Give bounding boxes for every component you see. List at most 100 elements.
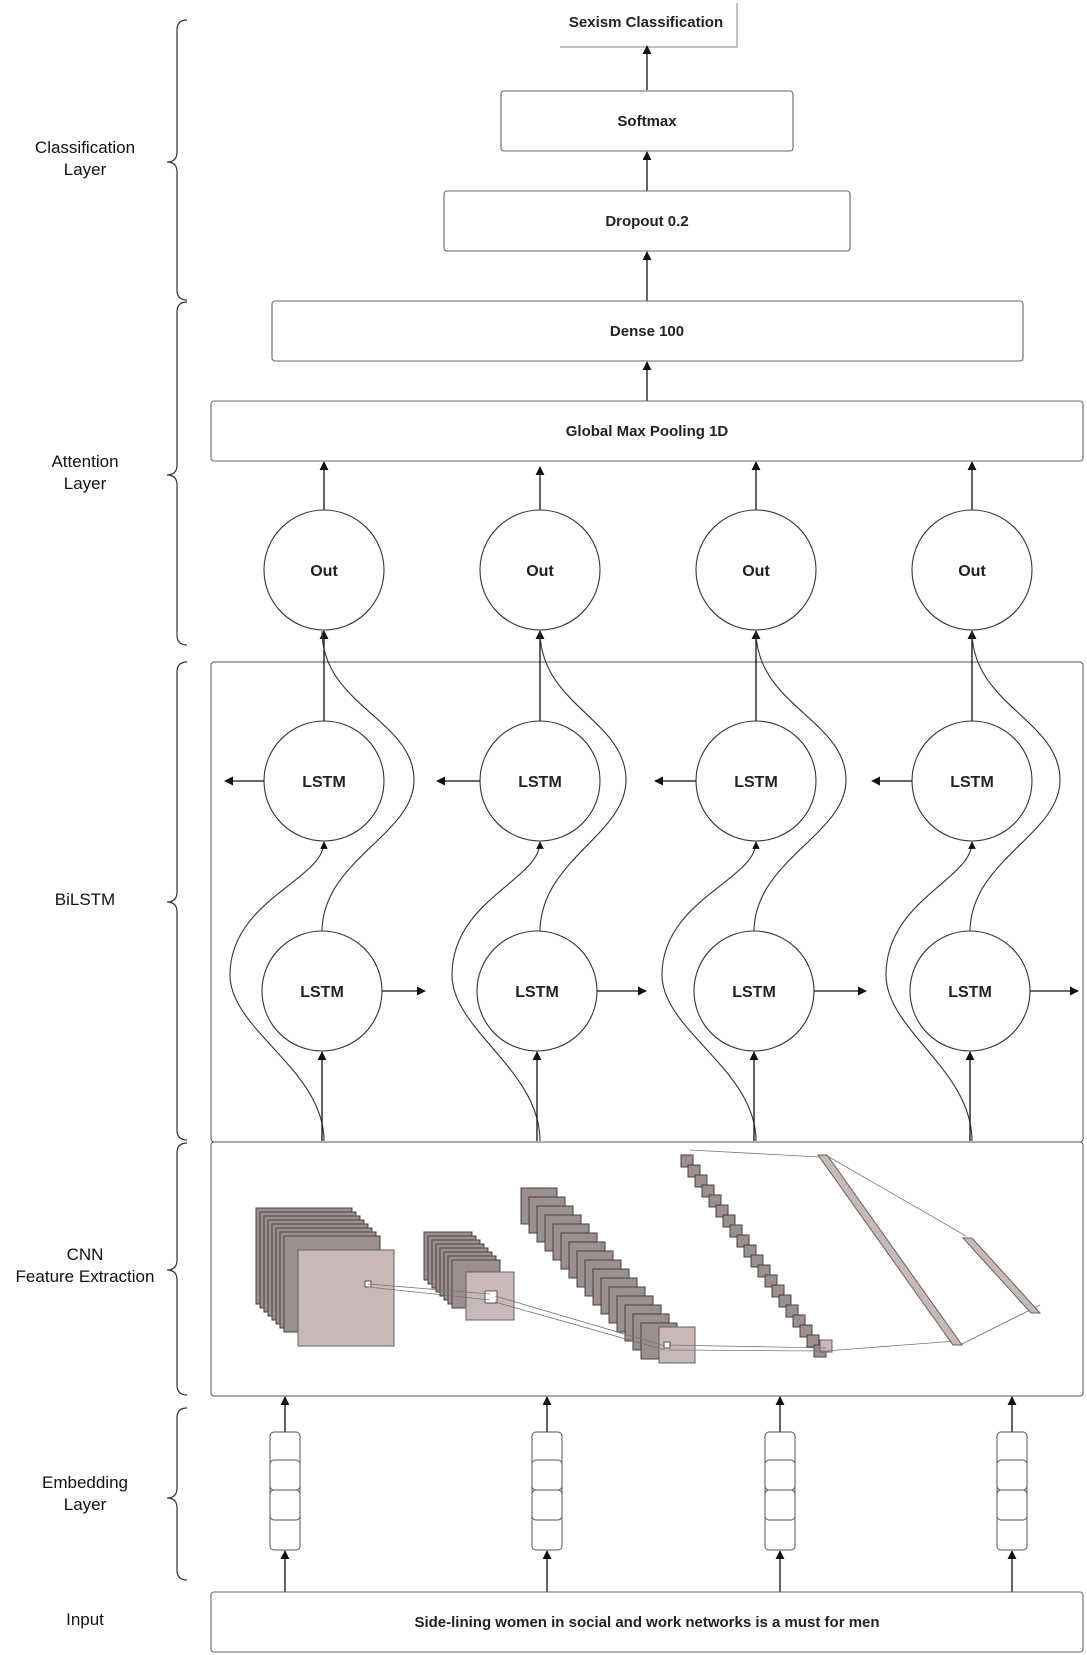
lstm-backward-2 [479,720,601,842]
label-bilstm: BiLSTM [55,890,115,909]
pooling-label: Global Max Pooling 1D [566,423,729,440]
feature-map [750,1254,764,1268]
curve-forward-to-out1 [321,630,415,933]
curve-forward-to-out2 [539,630,627,933]
curve-input-to-backward2 [451,841,544,1142]
cnn-panel [210,1141,1084,1397]
embedding-cell [269,1459,301,1491]
label-classification-line2: Layer [64,160,107,179]
output-box-edge [560,3,738,48]
conv-connection-5 [668,1344,827,1349]
softmax-label: Softmax [617,113,677,130]
input-sentence: Side-lining women in social and work net… [414,1614,879,1631]
out-node-4 [911,509,1033,631]
label-attention-line2: Layer [64,474,107,493]
out-node-2 [479,509,601,631]
fc-connection-1 [689,1149,821,1158]
feature-map-stack-2 [423,1231,515,1321]
lstm-backward-3-label: LSTM [734,774,778,791]
feature-map-stack-1 [255,1207,395,1347]
layer-labels: Classification Layer Attention Layer BiL… [16,138,155,1629]
pooling-block: Global Max Pooling 1D [210,400,1084,462]
feature-map [715,1204,729,1218]
brace-attention [166,301,188,646]
label-embedding-line1: Embedding [42,1473,128,1492]
lstm-forward-3 [693,930,815,1052]
label-embedding-line2: Layer [64,1495,107,1514]
embedding-vectors [269,1396,1028,1592]
brace-classification [166,19,188,301]
brace-bilstm [166,661,188,1141]
out-node-3 [695,509,817,631]
fc-connection-3 [828,1156,967,1237]
softmax-block: Softmax [500,90,794,152]
dropout-box [443,190,851,252]
lstm-forward-2 [476,930,598,1052]
kernel-window [484,1290,498,1304]
brace-embedding [166,1407,188,1581]
lstm-backward-2-label: LSTM [518,774,562,791]
conv-connection-1 [367,1283,491,1295]
feature-map [687,1164,701,1178]
feature-map-front [297,1249,395,1347]
brace-cnn [166,1142,188,1396]
out-node-4-label: Out [958,563,986,580]
feature-map [764,1274,778,1288]
out-node-1 [263,509,385,631]
conv-connection-4 [494,1301,666,1351]
feature-map [680,1154,694,1168]
lstm-forward-2-label: LSTM [515,984,559,1001]
feature-map [736,1234,750,1248]
feature-map [792,1314,806,1328]
lstm-backward-1-label: LSTM [302,774,346,791]
label-attention-line1: Attention [51,452,118,471]
conv-connection-6 [668,1349,827,1352]
lstm-forward-4-label: LSTM [948,984,992,1001]
dense-block: Dense 100 [271,300,1024,362]
embedding-cell [764,1459,796,1491]
feature-map [757,1264,771,1278]
dropout-block: Dropout 0.2 [443,190,851,252]
label-classification-line1: Classification [35,138,135,157]
bilstm-column-4: LSTM LSTM [871,630,1079,1142]
pooling-box [210,400,1084,462]
cnn-feature-maps [255,1149,1042,1364]
lstm-forward-1 [261,930,383,1052]
lstm-backward-4 [911,720,1033,842]
conv-connection-3 [494,1295,666,1347]
lstm-backward-4-label: LSTM [950,774,994,791]
feature-map [799,1324,813,1338]
curve-input-to-backward4 [885,841,976,1142]
feature-map [729,1224,743,1238]
dropout-label: Dropout 0.2 [605,213,688,230]
embedding-cell [996,1489,1028,1521]
dense-box [271,300,1024,362]
layer-braces [166,19,188,1581]
lstm-forward-3-label: LSTM [732,984,776,1001]
feature-map-stack-4 [680,1154,833,1358]
embedding-cell [531,1489,563,1521]
feature-map [771,1284,785,1298]
label-cnn-line1: CNN [67,1245,104,1264]
softmax-box [500,90,794,152]
bilstm-column-2: LSTM LSTM [436,630,647,1142]
out-node-2-label: Out [526,563,554,580]
fc-connection-2 [825,1340,957,1352]
out-nodes: Out Out Out Out [263,461,1033,631]
fc-connection-4 [959,1304,1041,1346]
input-block: Side-lining women in social and work net… [210,1591,1084,1653]
embedding-cell [764,1489,796,1521]
embedding-cell [531,1459,563,1491]
out-node-3-label: Out [742,563,770,580]
label-input: Input [66,1610,104,1629]
lstm-forward-1-label: LSTM [300,984,344,1001]
dense-slab-1 [817,1154,963,1346]
feature-map-front [819,1339,833,1353]
curve-input-to-backward3 [661,841,760,1142]
dense-slab-2 [961,1237,1042,1314]
lstm-forward-4 [909,930,1031,1052]
lstm-backward-1 [263,720,385,842]
feature-map [806,1334,820,1348]
out-node-1-label: Out [310,563,338,580]
